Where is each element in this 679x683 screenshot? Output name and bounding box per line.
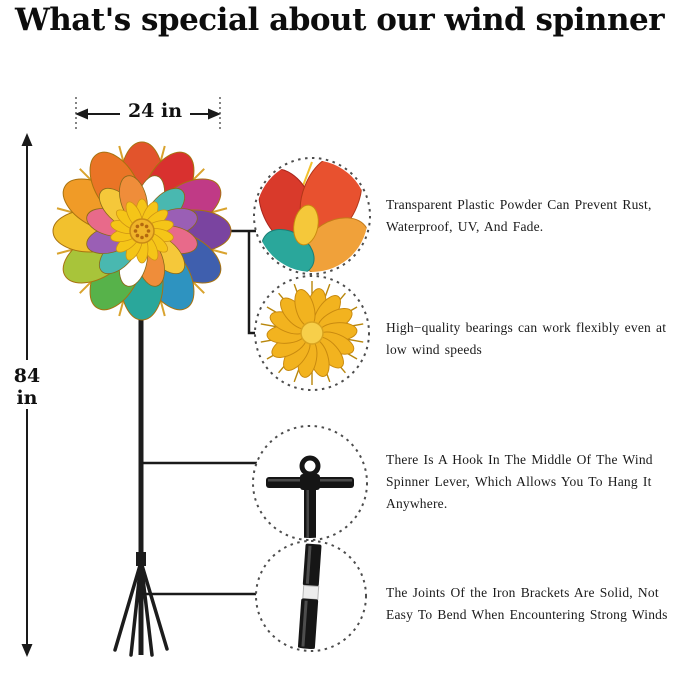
width-dimension-label: 24 in [120,100,190,122]
height-dimension-label: 84 in [0,365,54,409]
pole-joint-detail-icon [297,543,322,649]
dimension-height-arrow [21,133,33,657]
bearing-detail-icon [260,281,364,385]
callout-text-4: The Joints Of the Iron Brackets Are Soli… [386,585,668,622]
hook-detail-icon [266,455,354,538]
callout-text-3: There Is A Hook In The Middle Of The Win… [386,452,653,511]
callout-text-1: Transparent Plastic Powder Can Prevent R… [386,197,652,234]
page-title: What's special about our wind spinner [14,2,665,38]
dimension-width-arrow [75,97,221,130]
spinner-flower [52,141,232,321]
ground-stake [113,552,169,657]
callout-text-2: High−quality bearings can work flexibly … [386,320,667,357]
